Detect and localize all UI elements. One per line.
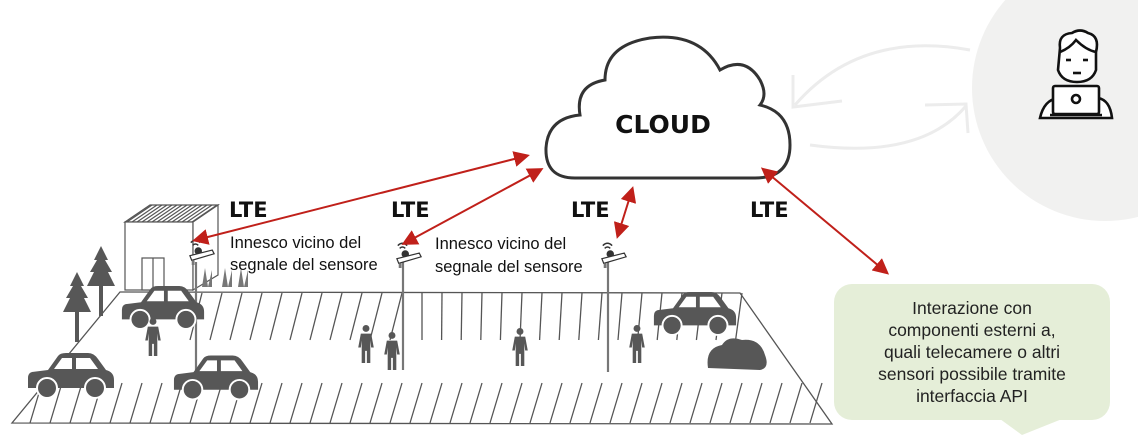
stall-line — [729, 382, 743, 424]
stall-line — [249, 292, 263, 341]
sensor-note-line: segnale del sensore — [435, 258, 583, 276]
stall-line — [151, 204, 178, 223]
stall-line — [146, 204, 173, 223]
stall-line — [329, 382, 343, 424]
stall-line — [309, 382, 323, 424]
stall-line — [529, 382, 543, 424]
api-bubble-line: componenti esterni a, — [888, 320, 1056, 340]
stall-line — [229, 292, 243, 341]
stall-line — [578, 292, 583, 341]
stall-line — [734, 292, 743, 341]
user-laptop-icon — [1038, 29, 1114, 120]
bubble-tail — [1000, 419, 1062, 435]
api-bubble-line: sensori possibile tramite — [878, 364, 1066, 384]
stall-line — [349, 382, 363, 424]
stall-line — [109, 382, 123, 424]
stall-line — [480, 292, 483, 341]
stall-line — [389, 382, 403, 424]
stall-line — [769, 382, 783, 424]
stall-line — [209, 292, 223, 341]
stall-line — [149, 382, 163, 424]
stall-line — [49, 382, 63, 424]
stall-line — [538, 292, 543, 341]
stall-line — [249, 382, 263, 424]
lte-links — [192, 151, 890, 275]
sensor-note-line: Innesco vicino del — [435, 235, 566, 253]
stall-line — [309, 292, 323, 341]
stall-line — [549, 382, 563, 424]
stall-line — [289, 292, 303, 341]
bush-icon — [707, 338, 767, 370]
lte-label: LTE — [750, 198, 789, 222]
stall-line — [126, 204, 153, 223]
stall-line — [649, 382, 663, 424]
stall-line — [749, 382, 763, 424]
stall-line — [349, 292, 363, 341]
api-bubble-line: quali telecamere o altri — [883, 342, 1061, 362]
api-bubble-line: Interazione con — [912, 298, 1032, 318]
sensor-camera-icon — [601, 242, 627, 268]
shrubs — [202, 268, 248, 287]
lte-label: LTE — [229, 198, 268, 222]
stall-line — [809, 382, 823, 424]
cloud-label: CLOUD — [615, 110, 711, 139]
lte-arrow — [760, 167, 890, 275]
stall-line — [589, 382, 603, 424]
sensor-camera-icon — [396, 242, 422, 268]
stall-line — [269, 382, 283, 424]
stall-line — [499, 292, 503, 341]
lte-label: LTE — [391, 198, 430, 222]
stall-line — [609, 382, 623, 424]
stall-line — [429, 382, 443, 424]
sync-arrows-icon — [791, 44, 971, 150]
stall-line — [69, 382, 83, 424]
stall-line — [409, 382, 423, 424]
stall-line — [156, 204, 183, 223]
cloud-shape — [544, 35, 792, 180]
stall-line — [329, 292, 343, 341]
lte-arrow — [401, 168, 544, 245]
stall-line — [369, 292, 383, 341]
stall-line — [689, 382, 703, 424]
stall-line — [469, 382, 483, 424]
stall-line — [617, 292, 623, 341]
stall-line — [709, 382, 723, 424]
api-bubble-line: interfaccia API — [916, 386, 1028, 406]
stall-line — [629, 382, 643, 424]
stall-line — [460, 292, 463, 341]
stall-line — [166, 204, 193, 223]
stall-line — [269, 292, 283, 341]
stall-line — [289, 382, 303, 424]
stall-line — [161, 204, 188, 223]
stall-line — [449, 382, 463, 424]
sensor-note-line: Innesco vicino del — [230, 234, 361, 252]
stall-line — [569, 382, 583, 424]
stall-line — [136, 204, 163, 223]
api-bubble: Interazione con componenti esterni a, qu… — [834, 284, 1110, 420]
lte-arrow — [613, 186, 637, 239]
stall-line — [669, 382, 683, 424]
stall-line — [636, 292, 643, 341]
sensor-note-line: segnale del sensore — [230, 256, 378, 274]
stall-line — [509, 382, 523, 424]
stall-line — [129, 382, 143, 424]
stall-line — [558, 292, 563, 341]
stall-line — [789, 382, 803, 424]
stall-line — [141, 204, 168, 223]
lte-label: LTE — [571, 198, 610, 222]
stall-line — [131, 204, 158, 223]
stall-line — [489, 382, 503, 424]
stall-line — [597, 292, 603, 341]
stall-line — [369, 382, 383, 424]
